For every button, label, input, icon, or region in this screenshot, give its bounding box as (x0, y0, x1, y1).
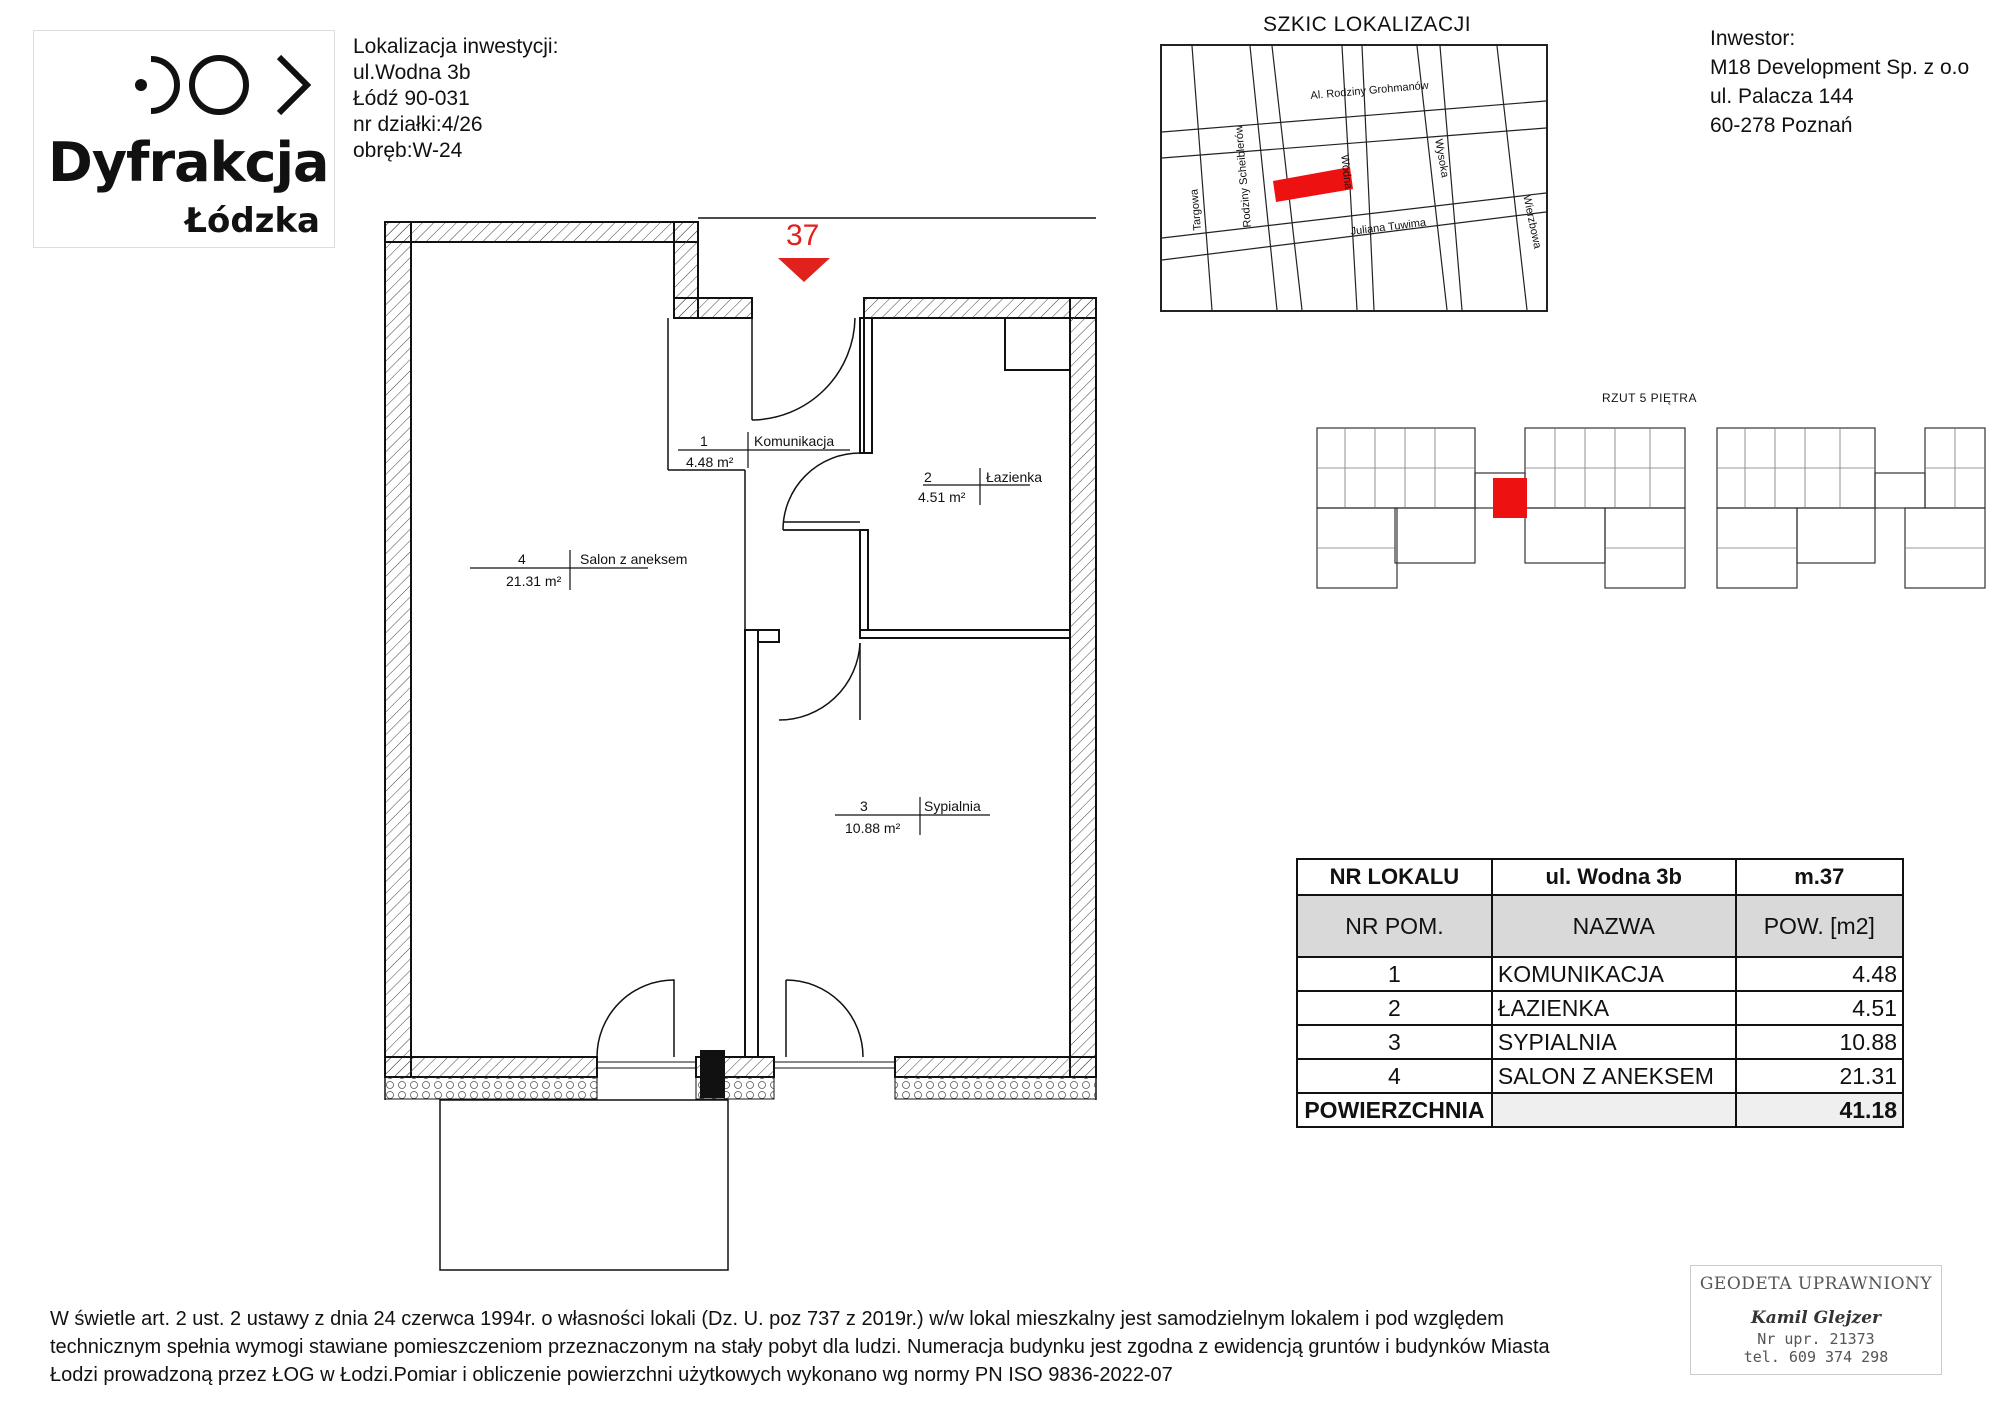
table-row: 1 KOMUNIKACJA 4.48 (1296, 956, 1905, 992)
room-3-name: Sypialnia (924, 798, 981, 814)
table-row: 3 SYPIALNIA 10.88 (1296, 1024, 1905, 1060)
location-info: Lokalizacja inwestycji: ul.Wodna 3b Łódź… (353, 34, 558, 164)
table-row: 4 SALON Z ANEKSEM 21.31 (1296, 1058, 1905, 1094)
column-header-name: NAZWA (1490, 894, 1737, 958)
room-1-area: 4.48 m² (686, 454, 734, 470)
room-1-number: 1 (700, 433, 708, 449)
balcony (439, 1099, 729, 1271)
room-4-area: 21.31 m² (506, 573, 562, 589)
location-sketch-map: Al. Rodziny Grohmanów Rodziny Scheibleró… (1160, 44, 1548, 312)
total-label: POWIERZCHNIA (1296, 1092, 1493, 1128)
column (700, 1050, 725, 1098)
table-total-row: POWIERZCHNIA 41.18 (1296, 1092, 1905, 1128)
room-3-area: 10.88 m² (845, 820, 901, 836)
table-header-row: NR LOKALU ul. Wodna 3b m.37 (1296, 858, 1905, 896)
investor-street: ul. Palacza 144 (1710, 85, 1854, 108)
location-plot: nr działki:4/26 (353, 113, 483, 136)
table-row: 2 ŁAZIENKA 4.51 (1296, 990, 1905, 1026)
column-header-number: NR POM. (1296, 894, 1493, 958)
investor-company: M18 Development Sp. z o.o (1710, 56, 1970, 79)
investor-info: Inwestor: M18 Development Sp. z o.o ul. … (1710, 24, 1969, 140)
location-street: ul.Wodna 3b (353, 61, 471, 84)
stamp-license: Nr upr. 21373 (1757, 1330, 1875, 1348)
location-precinct: obręb:W-24 (353, 139, 463, 162)
room-area-cell: 4.48 (1734, 956, 1905, 992)
stamp-title: GEODETA UPRAWNIONY (1699, 1274, 1933, 1294)
header-address: ul. Wodna 3b (1490, 858, 1737, 896)
room-area-cell: 4.51 (1734, 990, 1905, 1026)
logo: Dyfrakcja Łódzka (33, 30, 335, 248)
unit-number: 37 (786, 219, 820, 252)
logo-title: Dyfrakcja (48, 131, 329, 194)
logo-mark-icon (135, 54, 312, 116)
room-2-number: 2 (924, 469, 932, 485)
sketch-streets (1162, 46, 1546, 310)
logo-subtitle: Łódzka (185, 201, 320, 241)
legal-line: W świetle art. 2 ust. 2 ustawy z dnia 24… (50, 1308, 1504, 1330)
total-empty-cell (1490, 1092, 1737, 1128)
legal-line: Łodzi prowadzoną przez ŁOG w Łodzi.Pomia… (50, 1364, 1173, 1386)
total-value: 41.18 (1734, 1092, 1905, 1128)
room-name-cell: SALON Z ANEKSEM (1490, 1058, 1737, 1094)
room-4-name: Salon z aneksem (580, 551, 688, 567)
building-marker (1273, 167, 1353, 202)
room-number-cell: 3 (1296, 1024, 1493, 1060)
floor-overview-thumbnails (1316, 427, 1986, 589)
unit-highlight (1493, 478, 1527, 518)
legal-statement: W świetle art. 2 ust. 2 ustawy z dnia 24… (50, 1305, 1690, 1389)
entry-marker (778, 258, 830, 282)
room-1-name: Komunikacja (754, 433, 835, 449)
stamp-name: Kamil Glejzer (1751, 1308, 1881, 1328)
location-city: Łódź 90-031 (353, 87, 470, 110)
header-unit-label: NR LOKALU (1296, 858, 1493, 896)
room-name-cell: ŁAZIENKA (1490, 990, 1737, 1026)
room-number-cell: 1 (1296, 956, 1493, 992)
header-unit-number: m.37 (1734, 858, 1905, 896)
room-4-number: 4 (518, 551, 526, 567)
room-area-cell: 10.88 (1734, 1024, 1905, 1060)
surveyor-stamp: GEODETA UPRAWNIONY Kamil Glejzer Nr upr.… (1690, 1265, 1942, 1375)
table-subheader-row: NR POM. NAZWA POW. [m2] (1296, 894, 1905, 958)
room-name-cell: SYPIALNIA (1490, 1024, 1737, 1060)
room-name-cell: KOMUNIKACJA (1490, 956, 1737, 992)
room-number-cell: 4 (1296, 1058, 1493, 1094)
floor-plan-title: RZUT 5 PIĘTRA (1602, 391, 1697, 405)
column-header-area: POW. [m2] (1734, 894, 1905, 958)
investor-heading: Inwestor: (1710, 27, 1796, 50)
investor-city: 60-278 Poznań (1710, 114, 1853, 137)
room-3-number: 3 (860, 798, 868, 814)
room-area-cell: 21.31 (1734, 1058, 1905, 1094)
sketch-title: SZKIC LOKALIZACJI (1263, 13, 1472, 36)
room-area-table: NR LOKALU ul. Wodna 3b m.37 NR POM. NAZW… (1296, 858, 1905, 1128)
room-2-area: 4.51 m² (918, 489, 966, 505)
stamp-phone: tel. 609 374 298 (1743, 1348, 1889, 1366)
legal-line: technicznym spełnia wymogi stawiane pomi… (50, 1336, 1550, 1358)
location-heading: Lokalizacja inwestycji: (353, 35, 559, 58)
room-number-cell: 2 (1296, 990, 1493, 1026)
room-2-name: Łazienka (986, 469, 1043, 485)
